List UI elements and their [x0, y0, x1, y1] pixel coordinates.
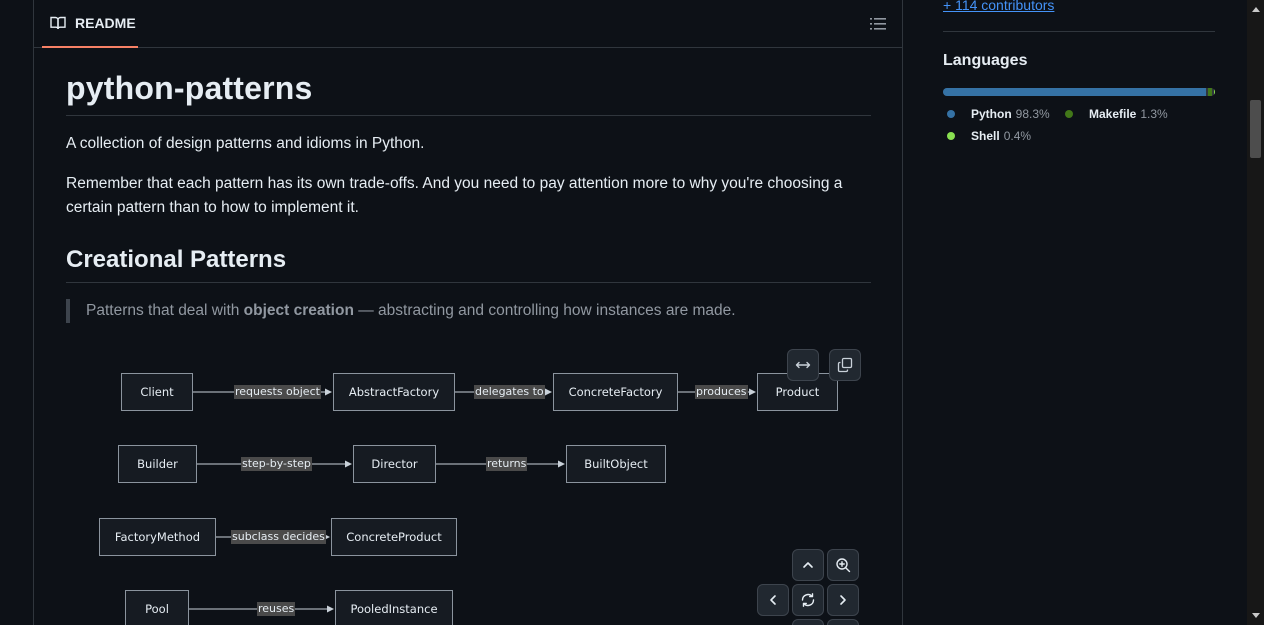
language-item-python[interactable]: Python 98.3%	[947, 107, 1050, 121]
pan-right-button[interactable]	[827, 584, 859, 616]
node-builder: Builder	[118, 445, 197, 483]
quote-bold: object creation	[243, 302, 354, 319]
list-icon	[870, 18, 886, 30]
language-dot	[947, 132, 955, 140]
advice-paragraph: Remember that each pattern has its own t…	[66, 175, 843, 216]
node-director: Director	[353, 445, 436, 483]
edge-label-returns: returns	[486, 457, 528, 471]
edge-label-step-by-step: step-by-step	[241, 457, 312, 471]
language-name: Makefile	[1089, 107, 1137, 121]
edge-label-reuses: reuses	[257, 602, 296, 616]
language-dot	[1065, 110, 1073, 118]
zoom-out-button[interactable]	[827, 619, 859, 625]
scroll-down-button[interactable]	[1250, 610, 1261, 622]
readme-header: README	[34, 0, 902, 48]
pan-down-button[interactable]	[792, 619, 824, 625]
readme-panel: README python-patterns A collection of d…	[33, 0, 903, 625]
pan-up-button[interactable]	[792, 549, 824, 581]
quote-suffix: — abstracting and controlling how instan…	[353, 302, 736, 319]
language-item-makefile[interactable]: Makefile 1.3%	[1065, 107, 1168, 121]
pan-left-icon	[770, 595, 776, 605]
language-bar-segment-shell	[1213, 88, 1215, 96]
section-description: Patterns that deal with object creation …	[66, 299, 871, 323]
language-item-shell[interactable]: Shell 0.4%	[947, 129, 1031, 143]
language-bar-segment-python	[943, 88, 1207, 96]
expand-diagram-button[interactable]	[787, 349, 819, 381]
edge-label-produces: produces	[695, 385, 748, 399]
copy-diagram-button[interactable]	[829, 349, 861, 381]
language-bar-segment-makefile	[1208, 88, 1212, 96]
edge-label-delegates-to: delegates to	[474, 385, 545, 399]
node-client: Client	[121, 373, 193, 411]
language-percent: 98.3%	[1015, 107, 1050, 121]
readme-article: python-patterns A collection of design p…	[66, 48, 871, 323]
language-percent: 1.3%	[1140, 107, 1168, 121]
pan-right-icon	[840, 595, 846, 605]
intro-paragraph: A collection of design patterns and idio…	[66, 135, 425, 152]
language-dot	[947, 110, 955, 118]
reset-view-button[interactable]	[792, 584, 824, 616]
node-built-object: BuiltObject	[566, 445, 666, 483]
scroll-down-arrow-icon	[1251, 613, 1260, 618]
node-pool: Pool	[125, 590, 189, 625]
node-pooled-instance: PooledInstance	[335, 590, 453, 625]
language-name: Python	[971, 107, 1012, 121]
language-percent: 0.4%	[1003, 129, 1032, 143]
scroll-up-arrow-icon	[1251, 7, 1260, 12]
contributors-link[interactable]: + 114 contributors	[943, 0, 1055, 13]
quote-prefix: Patterns that deal with	[86, 302, 244, 319]
language-name: Shell	[971, 129, 1000, 143]
scroll-thumb[interactable]	[1250, 100, 1261, 158]
toc-button[interactable]	[868, 14, 888, 34]
repo-sidebar: + 114 contributors Languages Python 98.3…	[943, 0, 1215, 625]
pan-up-icon	[803, 562, 813, 568]
node-factory-method: FactoryMethod	[99, 518, 216, 556]
node-abstract-factory: AbstractFactory	[333, 373, 455, 411]
edge-label-requests-object: requests object	[234, 385, 321, 399]
page-scrollbar[interactable]	[1247, 0, 1264, 625]
edge-label-subclass-decides: subclass decides	[231, 530, 326, 544]
page-title: python-patterns	[66, 70, 871, 116]
readme-tab[interactable]: README	[42, 0, 138, 48]
section-heading-creational: Creational Patterns	[66, 246, 871, 283]
copy-icon	[837, 357, 853, 373]
expand-icon	[795, 361, 811, 369]
node-concrete-factory: ConcreteFactory	[553, 373, 678, 411]
languages-bar	[943, 88, 1215, 96]
readme-tab-label: README	[75, 15, 136, 31]
zoom-in-button[interactable]	[827, 549, 859, 581]
scroll-up-button[interactable]	[1250, 3, 1261, 15]
reset-icon	[801, 593, 815, 607]
zoom-in-icon	[836, 558, 851, 573]
sidebar-divider	[943, 31, 1215, 32]
book-icon	[50, 16, 66, 30]
pan-left-button[interactable]	[757, 584, 789, 616]
node-concrete-product: ConcreteProduct	[331, 518, 457, 556]
languages-heading: Languages	[943, 52, 1028, 69]
